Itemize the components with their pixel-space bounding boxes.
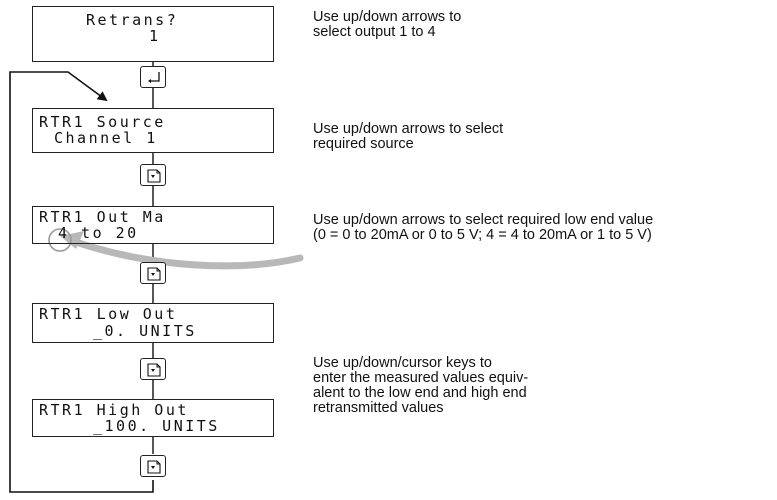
note-line: Use up/down arrows to select required lo… — [313, 212, 654, 228]
note-select-source: Use up/down arrows to select required so… — [313, 122, 503, 152]
screen-line-2: 1 — [149, 27, 161, 45]
enter-icon — [148, 72, 160, 83]
note-line: alent to the low end and high end — [313, 385, 527, 401]
screen-line-1: RTR1 Low Out — [39, 305, 178, 323]
note-line: enter the measured values equiv- — [313, 370, 529, 386]
screen-line-1: Retrans? — [86, 11, 179, 29]
page-key[interactable] — [140, 164, 166, 186]
page-icon — [147, 169, 161, 183]
screen-rtr1-source: RTR1 Source Channel 1 — [32, 108, 274, 153]
screen-line-2: Channel 1 — [54, 129, 158, 147]
screen-retrans: Retrans? 1 — [32, 6, 274, 62]
screen-rtr1-high-out: RTR1 High Out _100. UNITS — [32, 399, 274, 437]
note-line: required source — [313, 136, 414, 152]
note-line: select output 1 to 4 — [313, 24, 436, 40]
screen-rtr1-low-out: RTR1 Low Out _0. UNITS — [32, 303, 274, 343]
screen-line-1: RTR1 High Out — [39, 401, 189, 419]
page-icon — [147, 363, 161, 377]
screen-line-1: RTR1 Source — [39, 113, 166, 131]
loop-return-line — [9, 71, 154, 493]
screen-rtr1-out-ma: RTR1 Out Ma 4 to 20 — [32, 206, 274, 244]
note-select-low-end: Use up/down arrows to select required lo… — [313, 213, 653, 243]
note-line: (0 = 0 to 20mA or 0 to 5 V; 4 = 4 to 20m… — [313, 227, 652, 243]
page-key[interactable] — [140, 358, 166, 380]
note-line: retransmitted values — [313, 400, 444, 416]
screen-line-2: _100. UNITS — [93, 417, 220, 435]
page-key[interactable] — [140, 262, 166, 284]
enter-key[interactable] — [140, 66, 166, 88]
pointer-arrow-head — [60, 231, 84, 249]
note-select-output: Use up/down arrows to select output 1 to… — [313, 10, 461, 40]
screen-line-2: _0. UNITS — [93, 322, 197, 340]
cursor-circle — [48, 228, 72, 252]
page-icon — [147, 267, 161, 281]
note-line: Use up/down arrows to — [313, 9, 462, 25]
note-measured-values: Use up/down/cursor keys to enter the mea… — [313, 356, 528, 416]
screen-line-1: RTR1 Out Ma — [39, 208, 166, 226]
note-line: Use up/down/cursor keys to — [313, 355, 492, 371]
page-icon — [147, 460, 161, 474]
note-line: Use up/down arrows to select — [313, 121, 504, 137]
screen-line-2: 4 to 20 — [58, 224, 139, 242]
pointer-arrow — [66, 236, 304, 270]
page-key[interactable] — [140, 455, 166, 477]
